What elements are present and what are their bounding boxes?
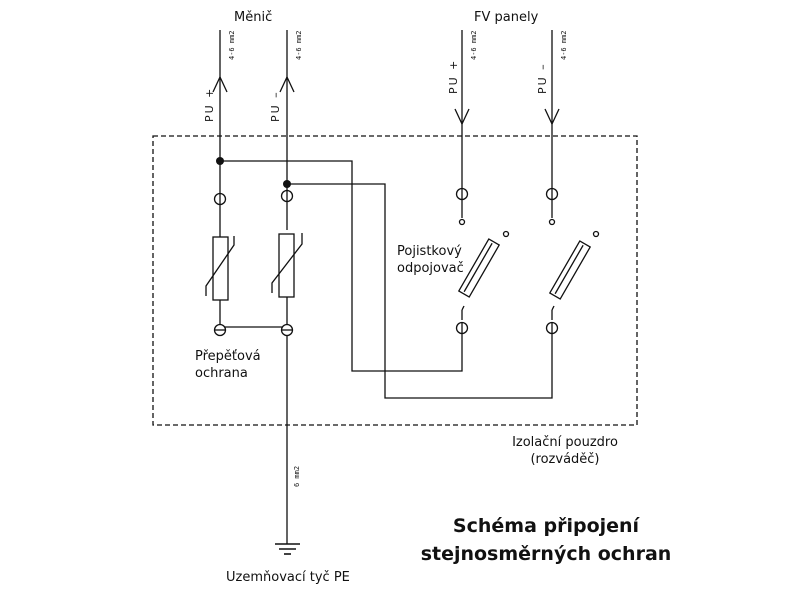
inverter-label: Měnič [234,10,273,25]
pv-panels-label: FV panely [474,10,539,25]
surge-protection-line1: Přepěťová [195,349,261,364]
inverter-plus-cross-section: 4-6 mm2 [228,30,236,60]
earth-cross-section: 6 mm2 [293,465,301,487]
junction-dot-plus [216,157,224,165]
surge-protection-line2: ochrana [195,366,248,381]
varistor-plus [212,236,229,301]
arrow-inverter-plus [212,75,228,93]
pv-minus-polarity: PU – [536,62,549,94]
fuse-disconnector-label: Pojistkový odpojovač [397,243,464,277]
pv-minus-cross-section: 4-6 mm2 [560,30,568,60]
inverter-minus-cross-section: 4-6 mm2 [295,30,303,60]
inverter-plus-polarity: PU + [203,86,216,122]
earth-rod-label: Uzemňovací tyč PE [226,570,350,585]
fuse-disconnector-line1: Pojistkový [397,244,462,259]
title-line2: stejnosměrných ochran [420,543,672,565]
fuse-disconnector-minus [548,230,600,320]
pv-plus-cross-section: 4-6 mm2 [470,30,478,60]
varistor-minus-curve [271,233,303,293]
enclosure-line2: (rozváděč) [530,452,600,467]
contact-point [548,218,556,226]
title-line1: Schéma připojení [452,515,640,537]
enclosure-label: Izolační pouzdro (rozváděč) [500,434,630,468]
surge-protection-label: Přepěťová ochrana [195,348,261,382]
inverter-minus-polarity: PU – [269,90,282,122]
arrow-inverter-minus [279,75,295,93]
fuse-disconnector-plus [457,230,510,320]
enclosure-box [152,135,638,426]
diagram-title: Schéma připojení stejnosměrných ochran [400,512,692,568]
fuse-disconnector-line2: odpojovač [397,261,464,276]
enclosure-line1: Izolační pouzdro [512,435,618,450]
arrow-pv-plus [454,108,470,126]
wire-plus-to-fuse [220,160,463,372]
wire-minus-to-fuse [287,183,553,399]
contact-point [458,218,466,226]
junction-dot-minus [283,180,291,188]
varistor-plus-curve [205,236,235,296]
pv-plus-polarity: PU + [447,58,460,94]
arrow-pv-minus [544,108,560,126]
varistor-minus [278,233,295,298]
